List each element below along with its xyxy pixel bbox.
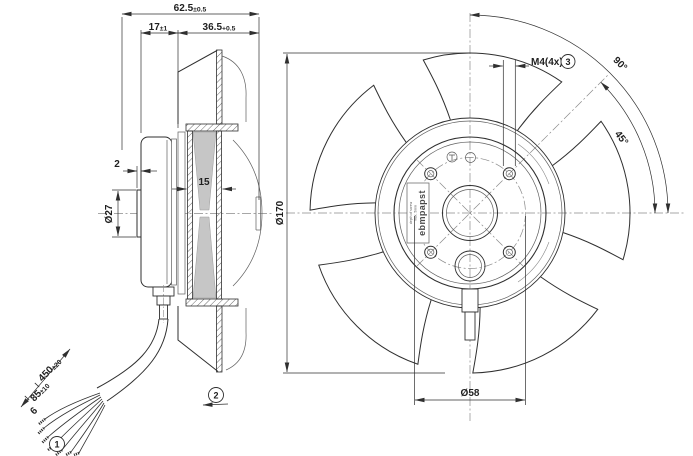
front-view: ebmpapst depth of screw max. 5mm Ø170 Ø5…: [275, 12, 686, 421]
outer-diameter-dimension: [283, 52, 470, 374]
cable-exit-gland: [461, 288, 479, 313]
front-centerlines: [286, 13, 686, 421]
motor-housing: [140, 136, 173, 288]
dim-angle-90: 90°: [611, 55, 629, 73]
nameplate-note-1: depth of screw: [409, 201, 413, 224]
dim-total-depth: 62.5±0.5: [174, 3, 207, 14]
nameplate: ebmpapst depth of screw max. 5mm: [406, 182, 430, 244]
blade: [295, 77, 424, 236]
impeller-hub-section: [185, 123, 239, 307]
cable-dimensions: 450±20 85±10 6: [20, 348, 71, 417]
dim-outer-diameter: Ø170: [275, 200, 286, 225]
callout-1: 1: [49, 436, 65, 452]
arc-90: [469, 12, 671, 214]
side-view: 62.5±0.5 17±1 36.5+0.5 2 Ø27 15 450±20 8…: [20, 3, 272, 456]
dim-boss-offset: 2: [114, 159, 120, 170]
callout-3: 3: [560, 54, 576, 69]
capacitor-bump: [454, 250, 486, 282]
rear-boss: [136, 189, 142, 238]
pitch-circle-dimension: [414, 216, 526, 405]
dim-impeller-depth: 36.5+0.5: [203, 22, 236, 33]
stripped-wire-ends: [37, 418, 80, 456]
dim-boss-diameter-label: Ø27: [104, 204, 115, 223]
dim-motor-depth: 17±1: [149, 22, 168, 33]
diagonal-centerline-sw-ne: [416, 74, 609, 267]
mounting-ring-section: [177, 131, 186, 295]
thread-dimension: [489, 60, 529, 166]
earth-terminal-mark: [446, 151, 458, 163]
brand-logo: ebmpapst: [417, 190, 427, 236]
blade-sections: [177, 49, 263, 373]
dim-cable-length: 450±20: [37, 356, 65, 384]
rotor-dome-profile: [232, 139, 263, 287]
dim-mounting-thread: M4(4x): [531, 57, 563, 68]
dim-pitch-circle: Ø58: [461, 388, 480, 399]
arc-45: [600, 81, 658, 214]
callout-1-number: 1: [54, 440, 59, 450]
callout-2-number: 2: [213, 391, 218, 401]
callout-2: 2: [202, 387, 229, 407]
motor-flange: [171, 138, 177, 286]
dim-wire-strip: 6: [28, 405, 40, 417]
earth-symbol-icon: [449, 154, 455, 160]
motor-body-section: [136, 131, 186, 295]
cable-assembly: [37, 285, 175, 456]
side-dimensions: [112, 11, 260, 238]
nameplate-note-2: max. 5mm: [414, 205, 418, 221]
blade-tip-edge: [255, 196, 261, 231]
callout-3-number: 3: [565, 57, 570, 67]
lead-cable: [96, 318, 160, 389]
dim-hub-width: 15: [198, 177, 210, 188]
